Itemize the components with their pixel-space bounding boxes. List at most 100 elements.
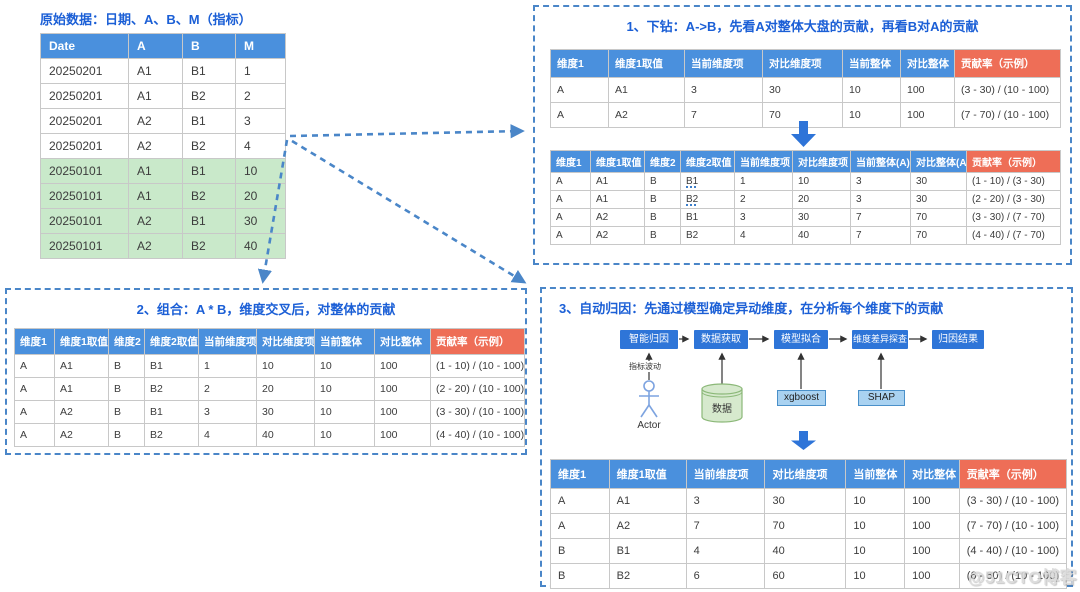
table-cell: B2: [182, 233, 236, 259]
column-header: 贡献率（示例）: [954, 49, 1061, 78]
column-header: 对比维度项: [762, 49, 843, 78]
table-cell: A2: [590, 208, 645, 227]
column-header: 当前维度项: [198, 328, 257, 355]
table-cell: 7: [684, 102, 763, 128]
table-cell: A2: [128, 133, 183, 159]
table-cell: 100: [900, 102, 955, 128]
watermark: @51CTO博客: [967, 568, 1077, 587]
flow-node-data-fetch: 数据获取: [694, 330, 748, 349]
table-cell: 30: [910, 172, 967, 191]
column-header: 当前整体: [845, 459, 906, 489]
table-cell: B: [108, 400, 145, 424]
table-cell: B: [108, 423, 145, 447]
table-cell: 7: [685, 513, 766, 539]
table-cell: (2 - 20) / (3 - 30): [966, 190, 1061, 209]
table-cell: (3 - 30) / (10 - 100): [954, 77, 1061, 103]
column-header: 对比整体: [904, 459, 960, 489]
table-cell: 100: [374, 377, 431, 401]
table-cell: A: [14, 423, 55, 447]
table-cell: A: [14, 354, 55, 378]
table-cell: 10: [842, 102, 901, 128]
column-header: 维度1取值: [608, 459, 687, 489]
table-cell: 10: [235, 158, 286, 184]
table-cell: B: [644, 172, 681, 191]
table-cell: 20250101: [40, 183, 129, 209]
section-drilldown-title: 1、下钻：A->B，先看A对整体大盘的贡献，再看B对A的贡献: [626, 19, 979, 34]
actor-icon: [639, 380, 659, 418]
table-cell: 100: [904, 488, 960, 514]
flow-node-smart-attribution: 智能归因: [620, 330, 678, 349]
table-cell: 10: [845, 538, 906, 564]
column-header: 当前整体(A): [850, 150, 911, 173]
table-cell: 70: [910, 226, 967, 245]
table-cell: (4 - 40) / (7 - 70): [966, 226, 1061, 245]
table-cell: B2: [144, 423, 199, 447]
table-cell: 30: [792, 208, 851, 227]
table-cell: B2: [182, 183, 236, 209]
table-cell: 40: [764, 538, 847, 564]
table-cell: 4: [198, 423, 257, 447]
table-cell: (1 - 10) / (10 - 100): [430, 354, 525, 378]
down-arrow-icon: [791, 431, 816, 450]
column-header: 维度1: [550, 459, 610, 489]
table-cell: 3: [850, 172, 911, 191]
table-cell: A: [550, 102, 609, 128]
table-cell: 30: [762, 77, 843, 103]
column-header: 对比维度项: [256, 328, 315, 355]
table-cell: 10: [845, 513, 906, 539]
table-cell: 10: [792, 172, 851, 191]
source-data-title: 原始数据：日期、A、B、M（指标）: [40, 12, 252, 27]
table-cell: 20: [256, 377, 315, 401]
database-label: 数据: [712, 404, 732, 415]
table-cell: (1 - 10) / (3 - 30): [966, 172, 1061, 191]
section-auto-attribution-title: 3、自动归因：先通过模型确定异动维度，在分析每个维度下的贡献: [559, 301, 944, 316]
table-cell: 10: [845, 563, 906, 589]
table-cell: A1: [128, 183, 183, 209]
column-header: Date: [40, 33, 129, 59]
column-header: 贡献率（示例）: [430, 328, 525, 355]
table-cell: B: [550, 563, 610, 589]
table-cell: 7: [850, 208, 911, 227]
table-cell: 40: [792, 226, 851, 245]
section-auto-attribution: 3、自动归因：先通过模型确定异动维度，在分析每个维度下的贡献: [540, 287, 1073, 589]
table-cell: A: [550, 77, 609, 103]
table-cell: 10: [845, 488, 906, 514]
table-cell: A1: [608, 77, 685, 103]
down-arrow-icon: [791, 121, 816, 147]
table-cell: 100: [900, 77, 955, 103]
table-cell: 20250201: [40, 58, 129, 84]
table-cell: 20250101: [40, 233, 129, 259]
table-cell: (3 - 30) / (10 - 100): [430, 400, 525, 424]
section-combination-title: 2、组合：A * B，维度交叉后，对整体的贡献: [136, 302, 396, 317]
table-cell: 3: [235, 108, 286, 134]
column-header: 当前维度项: [734, 150, 793, 173]
table-cell: A: [14, 377, 55, 401]
table-cell: B1: [144, 400, 199, 424]
table-cell: A: [550, 172, 591, 191]
table-cell: B2: [182, 133, 236, 159]
flow-node-dimension-diff-explore: 维度差异探查: [852, 330, 908, 349]
table-cell: 3: [850, 190, 911, 209]
table-cell: 30: [910, 190, 967, 209]
table-cell: B1: [182, 108, 236, 134]
table-cell: 20250201: [40, 83, 129, 109]
table-cell: B1: [144, 354, 199, 378]
table-cell: 20250101: [40, 158, 129, 184]
column-header: A: [128, 33, 183, 59]
table-cell: A2: [128, 233, 183, 259]
